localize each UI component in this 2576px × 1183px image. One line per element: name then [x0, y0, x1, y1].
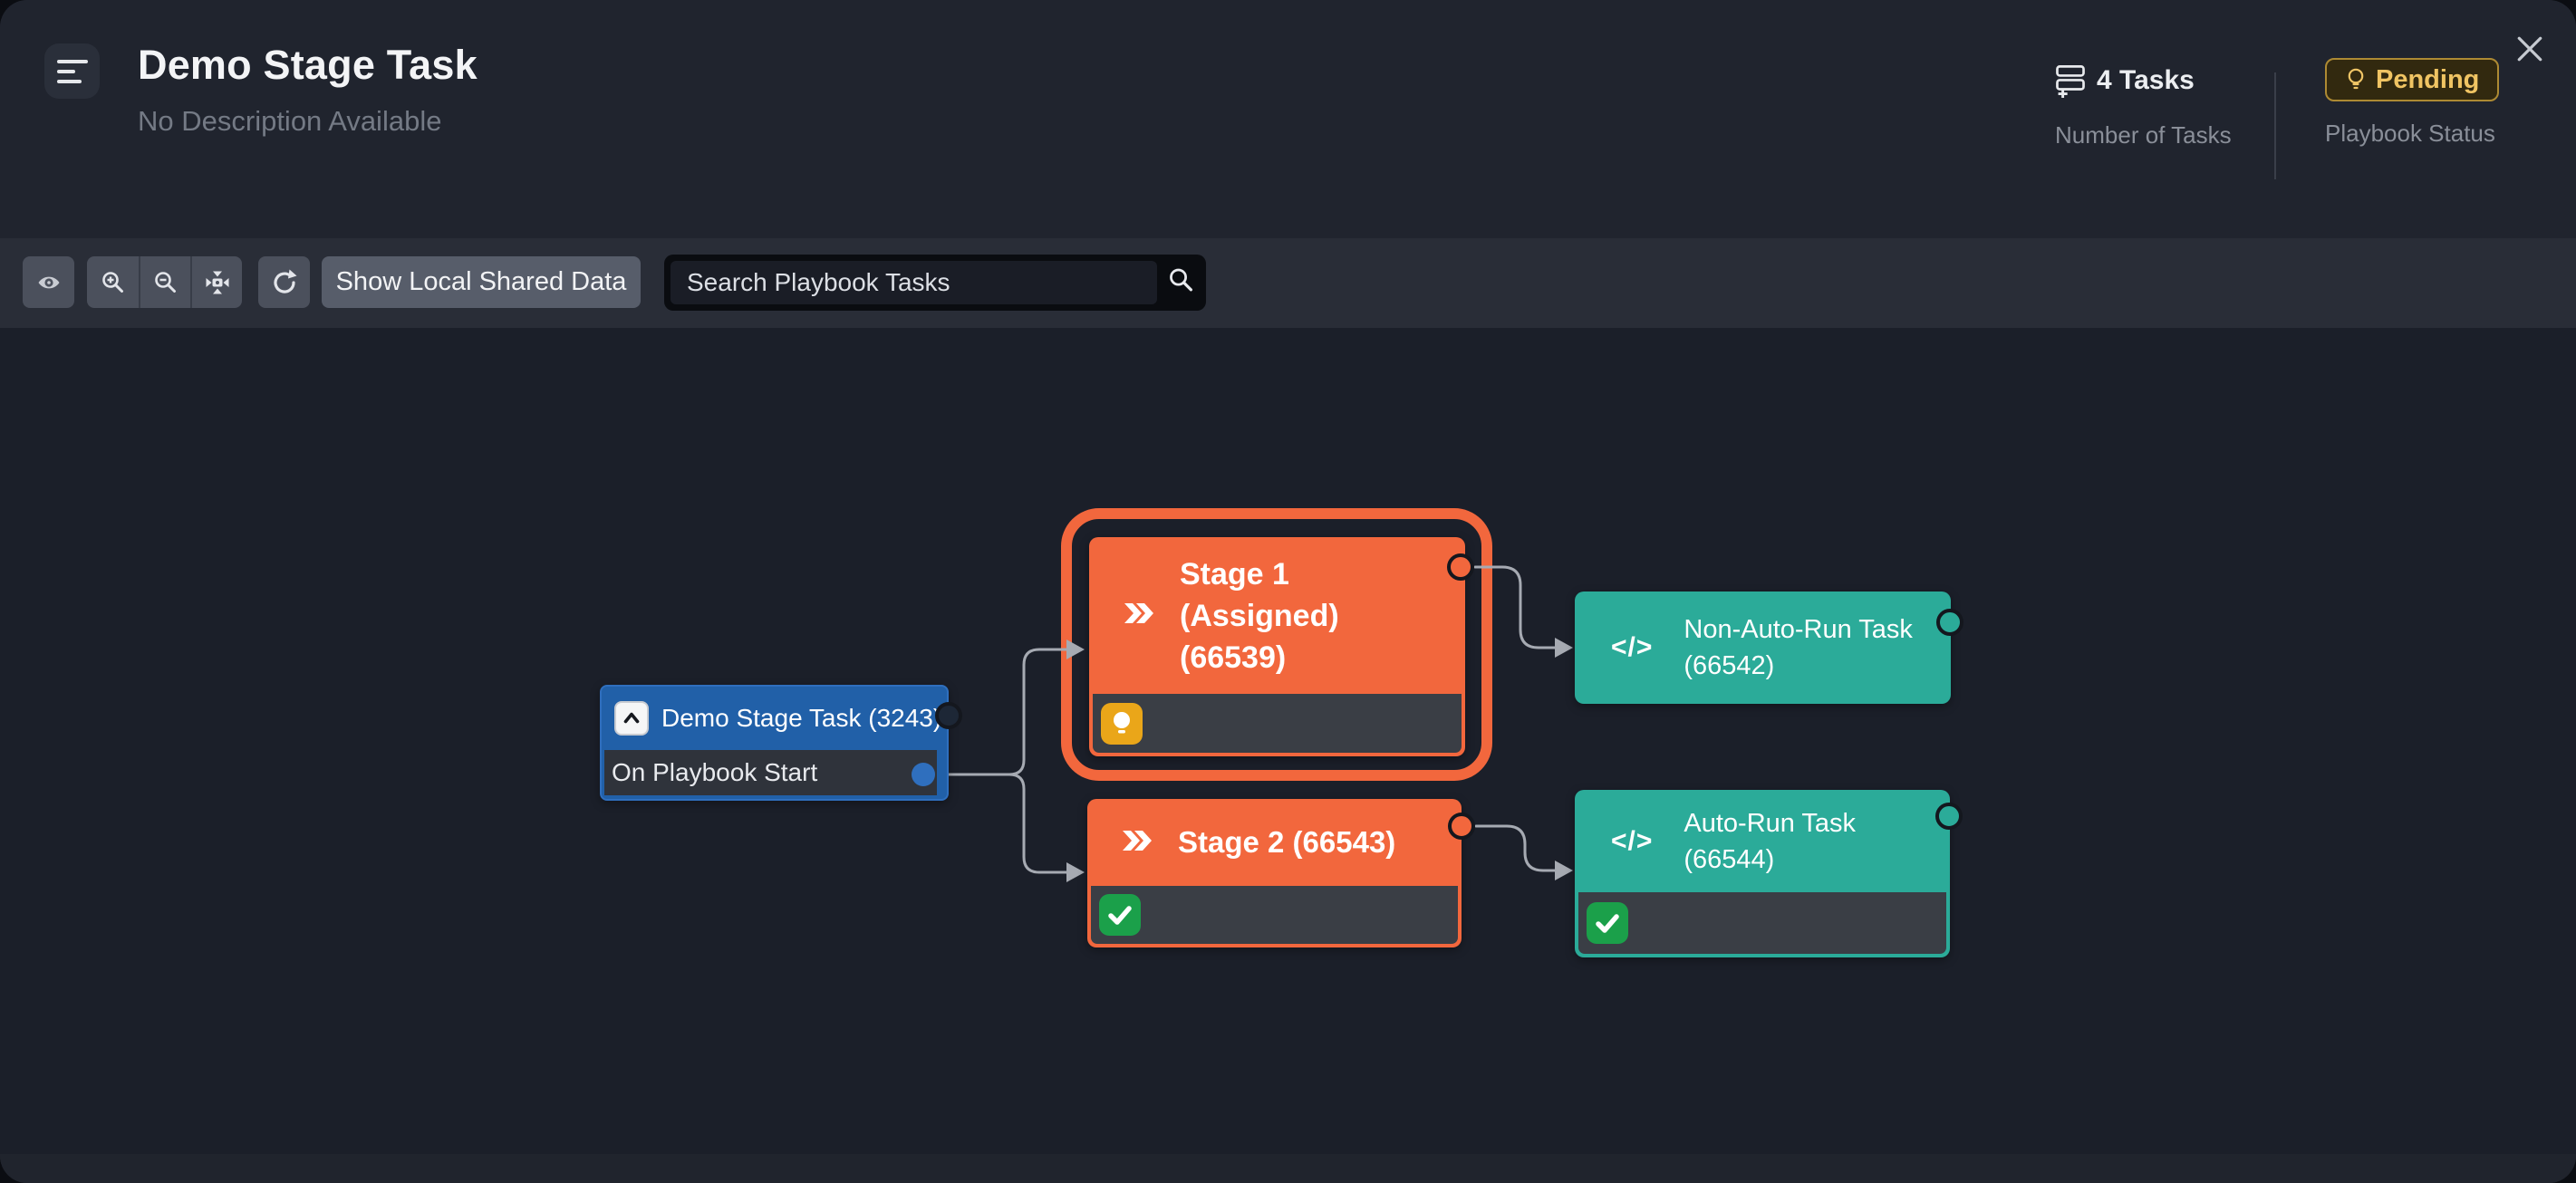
zoom-in-icon [101, 271, 123, 293]
status-label: Playbook Status [2325, 120, 2495, 147]
completed-chip [1099, 894, 1141, 936]
node-non-auto-run-task[interactable]: </> Non-Auto-Run Task (66542) [1575, 592, 1951, 704]
on-playbook-start-output-port[interactable] [912, 763, 935, 786]
pending-chip [1101, 702, 1143, 745]
stage2-status-bar [1091, 886, 1458, 944]
code-icon: </> [1611, 632, 1654, 662]
task1-output-port[interactable] [1936, 609, 1963, 636]
chevron-up-icon [614, 701, 649, 736]
search-input[interactable] [671, 261, 1157, 304]
menu-button[interactable] [44, 43, 100, 99]
tasks-count: 4 Tasks [2055, 58, 2232, 103]
zoom-in-button[interactable] [87, 256, 139, 308]
stage2-title: Stage 2 (66543) [1178, 825, 1396, 859]
refresh-button[interactable] [258, 256, 310, 308]
task2-status-bar [1578, 892, 1946, 954]
zoom-out-button[interactable] [139, 256, 190, 308]
stat-playbook-status: Pending Playbook Status [2325, 58, 2500, 148]
close-button[interactable] [2508, 27, 2552, 71]
completed-chip [1587, 902, 1628, 944]
fit-view-button[interactable] [190, 256, 242, 308]
start-node-title: Demo Stage Task (3243) [661, 704, 942, 732]
task1-title: Non-Auto-Run Task (66542) [1684, 615, 1913, 680]
stage1-header: Stage 1 (Assigned) (66539) [1089, 537, 1465, 694]
task2-header: </> Auto-Run Task (66544) [1575, 790, 1950, 892]
node-demo-stage-task[interactable]: Demo Stage Task (3243) On Playbook Start [600, 685, 949, 801]
search-box [664, 255, 1206, 311]
page-title: Demo Stage Task [138, 42, 478, 88]
task2-title: Auto-Run Task (66544) [1684, 808, 1857, 874]
node-stage-1[interactable]: Stage 1 (Assigned) (66539) [1089, 537, 1465, 756]
tasks-count-label: Number of Tasks [2055, 121, 2232, 149]
zoom-controls [87, 256, 242, 308]
status-badge-text: Pending [2376, 64, 2480, 94]
stage1-title: Stage 1 (Assigned) (66539) [1180, 556, 1339, 675]
stage2-output-port[interactable] [1448, 813, 1475, 840]
start-node-header: Demo Stage Task (3243) [602, 687, 947, 750]
checkmark-icon [1108, 906, 1132, 925]
start-node-port[interactable] [935, 702, 962, 729]
node-auto-run-task[interactable]: </> Auto-Run Task (66544) [1575, 790, 1950, 957]
toolbar: Show Local Shared Data [0, 238, 2576, 328]
stage1-status-bar [1093, 694, 1462, 753]
task1-header: </> Non-Auto-Run Task (66542) [1575, 592, 1951, 704]
trigger-label: On Playbook Start [612, 758, 818, 786]
eye-icon [38, 276, 59, 288]
stage1-output-port[interactable] [1447, 553, 1474, 581]
stat-number-of-tasks: 4 Tasks Number of Tasks [2055, 58, 2232, 149]
checkmark-icon [1596, 914, 1619, 933]
zoom-out-icon [154, 271, 176, 293]
node-stage-2[interactable]: Stage 2 (66543) [1087, 799, 1462, 947]
double-chevron-icon [1124, 603, 1154, 628]
refresh-icon [273, 269, 296, 293]
header: Demo Stage Task No Description Available… [0, 0, 2576, 238]
close-icon [2517, 36, 2542, 62]
show-local-shared-data-button[interactable]: Show Local Shared Data [322, 256, 641, 308]
stage2-header: Stage 2 (66543) [1087, 799, 1462, 886]
menu-lines-icon [56, 59, 88, 83]
lightbulb-icon [2348, 68, 2364, 90]
lightbulb-filled-icon [1114, 711, 1130, 733]
canvas-bottom-strip [0, 1154, 2576, 1183]
tasks-count-text: 4 Tasks [2097, 65, 2195, 95]
playbook-canvas[interactable]: Demo Stage Task (3243) On Playbook Start… [0, 328, 2576, 1183]
double-chevron-icon [1122, 830, 1153, 855]
task-list-plus-icon [2056, 65, 2085, 98]
stats-divider [2274, 72, 2276, 179]
status-badge: Pending [2325, 58, 2500, 101]
task2-output-port[interactable] [1935, 803, 1963, 830]
on-playbook-start-row[interactable]: On Playbook Start [604, 750, 937, 795]
fit-view-icon [206, 271, 228, 293]
preview-button[interactable] [23, 256, 74, 308]
page-subtitle: No Description Available [138, 105, 442, 137]
search-icon [1168, 267, 1195, 299]
code-icon: </> [1611, 825, 1654, 856]
